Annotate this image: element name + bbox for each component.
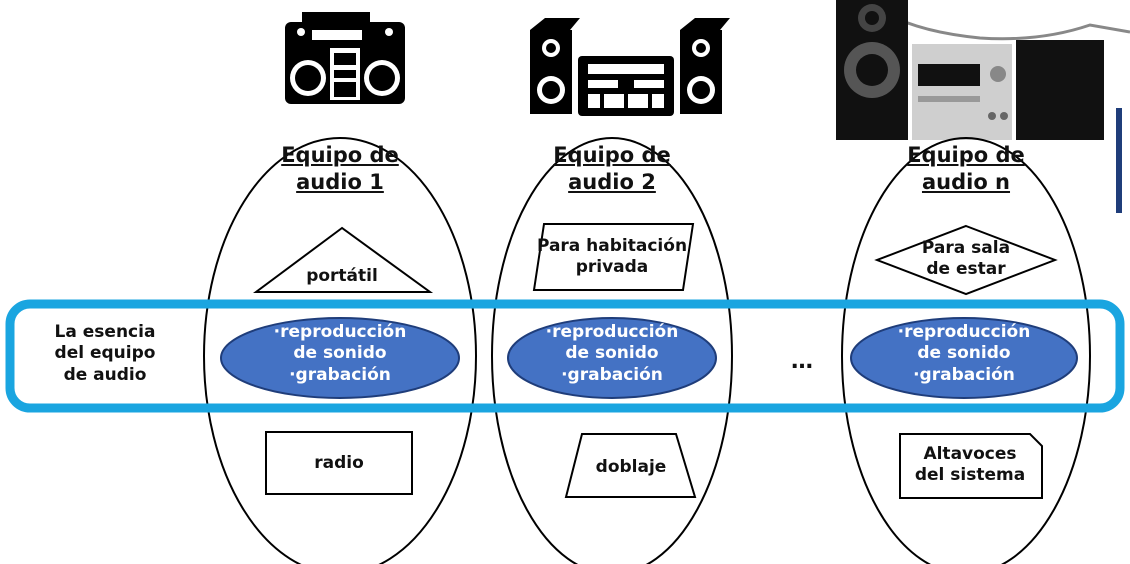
side-accent-bar <box>1116 108 1122 213</box>
column-3-top-shape-text: Para sala de estar <box>921 238 1011 280</box>
column-1-ellipse <box>203 137 477 564</box>
dubbing-trapezoid-shape <box>564 433 697 498</box>
more-columns-ellipsis: … <box>791 349 813 374</box>
essence-side-label: La esencia del equipo de audio <box>54 322 156 385</box>
column-2-ellipse <box>491 137 733 564</box>
living-room-diamond-shape <box>874 224 1058 296</box>
column-1-top-shape-text: portátil <box>306 266 378 286</box>
boombox-icon <box>285 12 405 104</box>
column-1-title: Equipo de audio 1 <box>281 143 399 195</box>
column-1-core-text: ·reproducción de sonido ·grabación <box>273 322 407 385</box>
column-3-ellipse <box>841 137 1091 564</box>
column-2-bottom-shape-text: doblaje <box>595 457 667 477</box>
private-room-parallelogram-shape <box>532 223 695 291</box>
column-2-title: Equipo de audio 2 <box>553 143 671 195</box>
portable-triangle-shape <box>252 226 434 293</box>
column-2-core-ellipse <box>507 317 717 399</box>
system-speakers-document-shape <box>899 433 1043 499</box>
home-audio-system-icon <box>836 0 1104 140</box>
column-3-core-ellipse <box>850 317 1078 399</box>
essence-highlight-band <box>5 299 1125 413</box>
radio-rectangle-shape <box>265 431 413 495</box>
column-3-core-text: ·reproducción de sonido ·grabación <box>897 322 1031 385</box>
column-2-top-shape-text: Para habitación privada <box>536 236 688 278</box>
column-3-bottom-shape-text: Altavoces del sistema <box>914 444 1026 486</box>
column-3-title: Equipo de audio n <box>907 143 1025 195</box>
column-2-core-text: ·reproducción de sonido ·grabación <box>545 322 679 385</box>
column-1-bottom-shape-text: radio <box>314 453 364 473</box>
stereo-system-icon <box>530 18 730 116</box>
column-1-core-ellipse <box>220 317 460 399</box>
